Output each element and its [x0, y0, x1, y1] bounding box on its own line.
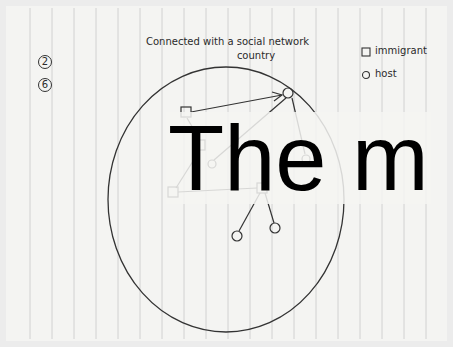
- sketch-title: Connected with a social network: [146, 36, 309, 47]
- host-circle: [270, 223, 280, 233]
- tie-line: [191, 95, 282, 112]
- tie-arrowhead: [272, 92, 282, 101]
- paper-sheet: [6, 6, 447, 341]
- circled-number: 2: [38, 55, 52, 69]
- overlay-text: The m: [166, 112, 431, 204]
- country-label: country: [166, 50, 346, 61]
- legend-label: host: [375, 68, 397, 79]
- host-circle: [232, 231, 242, 241]
- immigrant-swatch: [360, 46, 372, 58]
- swatch-circle: [363, 72, 370, 79]
- host-swatch: [360, 69, 372, 81]
- circled-number: 6: [38, 78, 52, 92]
- legend-label: immigrant: [375, 45, 427, 56]
- swatch-square: [362, 48, 370, 56]
